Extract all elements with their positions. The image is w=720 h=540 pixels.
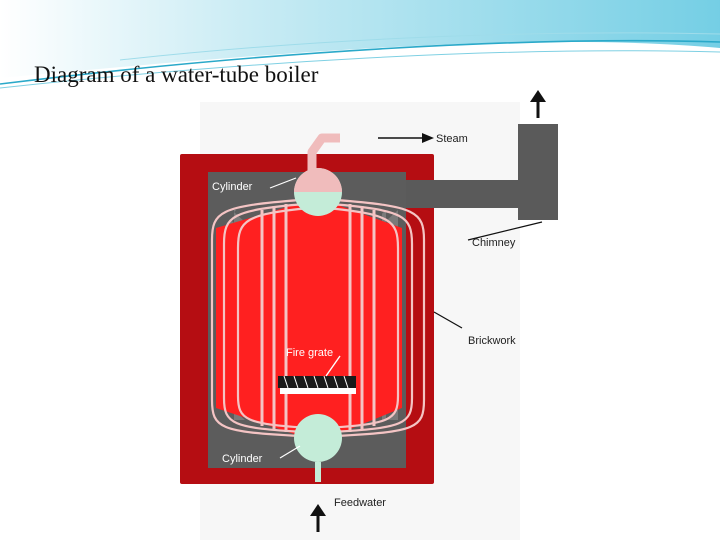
header-swoosh-decoration [0, 0, 720, 89]
bottom-cylinder [294, 414, 342, 462]
top-cylinder-steam-space [294, 168, 342, 192]
cylinder-bottom-label: Cylinder [222, 453, 263, 465]
brickwork-leader [433, 311, 463, 329]
feedwater-label: Feedwater [334, 497, 386, 509]
steam-arrow-icon [422, 133, 434, 143]
chimney-arrow-icon [530, 90, 546, 102]
boiler-diagram: Cylinder Steam Chimney Brickwork Fire gr… [150, 80, 570, 540]
ash-pit [280, 388, 356, 394]
fire-grate-pattern [283, 375, 349, 389]
steam-pipe [307, 133, 340, 178]
page-title: Diagram of a water-tube boiler [34, 62, 319, 87]
boiler-diagram-svg: Cylinder Steam Chimney Brickwork Fire gr… [180, 90, 558, 540]
chimney-label: Chimney [472, 237, 516, 249]
feedwater-arrow-icon [310, 504, 326, 516]
fire-grate-pointer [325, 355, 341, 377]
brickwork-label: Brickwork [468, 335, 516, 347]
fire-grate-label: Fire grate [286, 347, 333, 359]
flue-duct [406, 180, 518, 208]
chimney [518, 124, 558, 220]
cylinder-top-leader [269, 177, 297, 189]
chimney-leader [467, 221, 543, 241]
cylinder-top-label: Cylinder [212, 181, 253, 193]
steam-label: Steam [436, 133, 468, 145]
cylinder-bottom-leader [279, 445, 301, 459]
